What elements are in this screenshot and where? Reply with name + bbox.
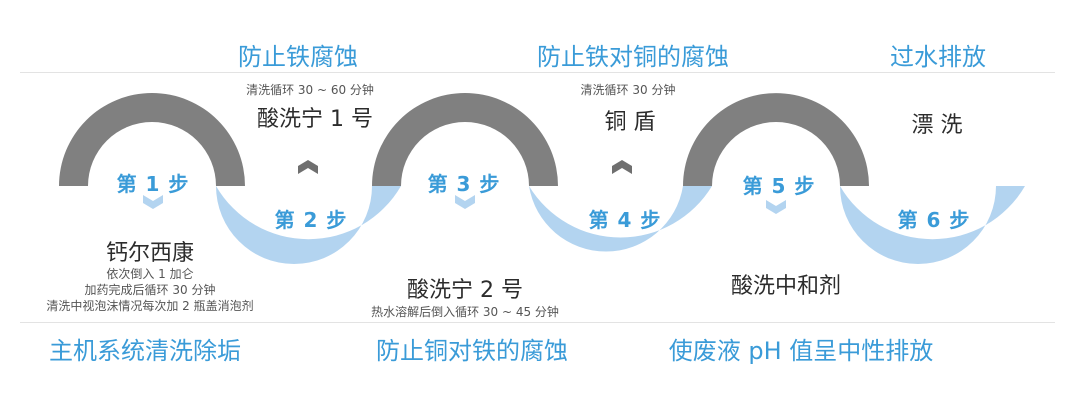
step-6-product: 漂 洗 <box>911 113 963 138</box>
step-5-product: 酸洗中和剂 <box>730 274 842 299</box>
step-1-product: 钙尔西康 <box>105 241 195 266</box>
step-3-note: 热水溶解后倒入循环 30 ~ 45 分钟 <box>371 305 559 319</box>
step-1-label: 第 1 步 <box>116 172 190 196</box>
top-label-1: 防止铁腐蚀 <box>238 43 358 71</box>
step-4-product: 铜 盾 <box>604 110 656 135</box>
chevron-up-icon <box>612 160 632 174</box>
arc-step-6 <box>840 186 1025 264</box>
step-2-label: 第 2 步 <box>274 208 348 232</box>
step-4-label: 第 4 步 <box>588 208 662 232</box>
chevron-down-icon <box>143 195 163 209</box>
arc-step-3 <box>372 93 558 186</box>
step-2-note: 清洗循环 30 ~ 60 分钟 <box>246 83 374 97</box>
step-2-product: 酸洗宁 1 号 <box>257 107 373 132</box>
step-4-note: 清洗循环 30 分钟 <box>580 83 676 97</box>
arc-step-5 <box>683 93 869 186</box>
step-3-label: 第 3 步 <box>427 172 501 196</box>
arc-step-2 <box>216 186 401 264</box>
step-6-label: 第 6 步 <box>897 208 971 232</box>
step-1-note-1: 依次倒入 1 加仑 <box>106 267 194 281</box>
top-label-2: 防止铁对铜的腐蚀 <box>537 43 729 71</box>
arc-step-1 <box>59 93 245 186</box>
top-divider <box>20 72 1055 73</box>
step-1-note-2: 加药完成后循环 30 分钟 <box>84 283 216 297</box>
chevron-up-icon <box>298 160 318 174</box>
bottom-label-3: 使废液 pH 值呈中性排放 <box>668 337 934 365</box>
step-5-label: 第 5 步 <box>742 174 816 198</box>
bottom-label-2: 防止铜对铁的腐蚀 <box>376 337 568 365</box>
step-1-note-3: 清洗中视泡沫情况每次加 2 瓶盖消泡剂 <box>46 299 254 313</box>
top-label-3: 过水排放 <box>890 43 986 71</box>
chevron-down-icon <box>455 195 475 209</box>
arc-step-4 <box>529 186 712 252</box>
bottom-divider <box>20 322 1055 323</box>
chevron-down-icon <box>766 200 786 214</box>
step-3-product: 酸洗宁 2 号 <box>407 278 523 303</box>
bottom-label-1: 主机系统清洗除垢 <box>49 337 241 365</box>
